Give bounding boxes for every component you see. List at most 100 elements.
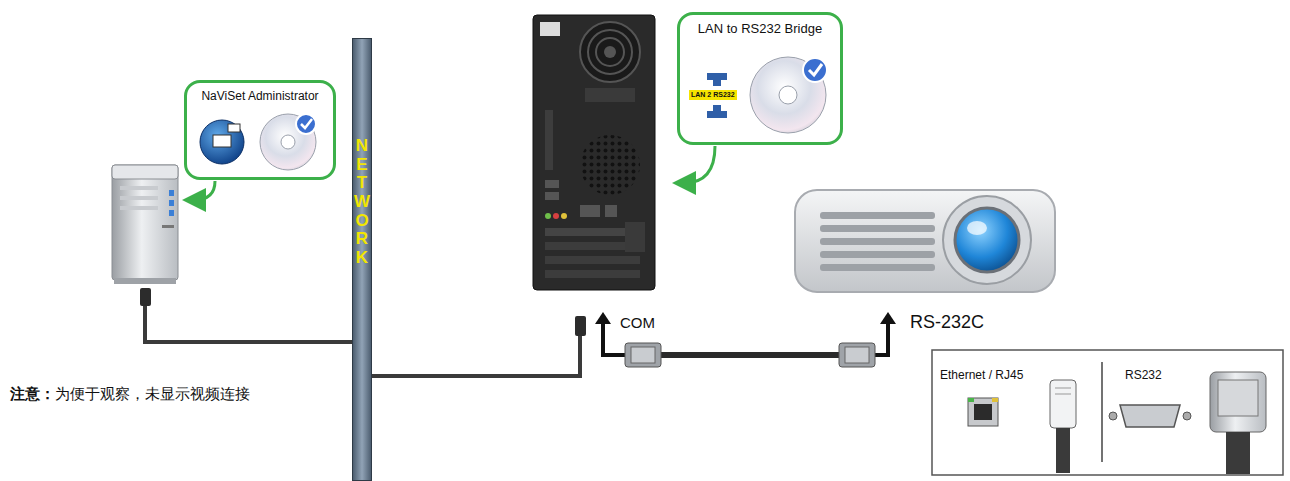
node-title: NETWORK [354, 137, 371, 268]
callout-icons-part [707, 105, 727, 118]
port-label: RS-232C [910, 312, 984, 333]
pc-tower-part [545, 256, 640, 264]
legend-panel-part [1226, 432, 1250, 474]
projector-part [820, 225, 935, 232]
pc-tower-part [561, 213, 567, 219]
callout-icons-part [684, 146, 715, 183]
server-tower-part [169, 200, 174, 206]
legend-panel-part [1218, 380, 1258, 416]
note-text: 为便于观察，未显示视频连接 [55, 385, 250, 402]
server-tower-part [120, 206, 158, 210]
pc-tower-part [580, 205, 600, 217]
callout-icons-part [750, 57, 826, 133]
callout-icons-part [296, 114, 316, 134]
callout-icons-part [809, 64, 822, 75]
callout-icons-part [228, 124, 240, 132]
note-heading: 注意： [10, 385, 55, 402]
server-tower-part [169, 190, 174, 196]
callout-icons-part [260, 114, 316, 170]
projector [795, 190, 1055, 292]
pc-tower-part [545, 192, 559, 200]
legend-panel-part [932, 350, 1283, 475]
serial-cable-part [880, 312, 896, 324]
legend-panel-part [992, 398, 998, 402]
legend-panel-part [1109, 412, 1117, 420]
legend-label: Ethernet / RJ45 [940, 368, 1023, 382]
server-tower-part [169, 210, 174, 216]
callout-bubble: NaViSet Administrator [184, 80, 336, 180]
callout-bubble: LAN to RS232 BridgeLAN 2 RS232 [677, 12, 843, 145]
callout-icons-part [281, 135, 295, 149]
projector-part [820, 251, 935, 258]
pc-tower-part [585, 88, 635, 102]
serial-cable-part [660, 352, 840, 358]
projector-part [795, 190, 1055, 292]
callout-icons-part [707, 73, 727, 86]
server-tower-part [120, 186, 158, 190]
pc-tower-part [625, 222, 645, 252]
legend-panel-part [1120, 405, 1180, 427]
projector-part [955, 208, 1019, 272]
pc-tower-part [545, 180, 559, 188]
callout-icons-part [301, 119, 312, 128]
ethernet-cable-part [372, 336, 580, 376]
serial-cable-part [625, 343, 661, 367]
legend-panel-part [1101, 362, 1103, 462]
callout-icons-part [779, 86, 797, 104]
callout-icons-part [200, 120, 244, 164]
legend-panel-part [1210, 372, 1266, 432]
legend-panel-part [1183, 412, 1191, 420]
pc-tower-part [605, 205, 617, 217]
projector-part [820, 212, 935, 219]
callout-icons-part [213, 135, 231, 147]
callout-icons-part [803, 58, 827, 82]
projector-part [967, 221, 987, 235]
pc-tower [533, 15, 655, 290]
node-title: NaViSet Administrator [187, 89, 333, 103]
pc-tower-part [580, 135, 640, 195]
projector-part [943, 196, 1031, 284]
pc-tower-part [580, 22, 640, 82]
ethernet-cable-part [140, 288, 151, 306]
pc-tower-part [604, 46, 616, 58]
legend-panel-part [1055, 388, 1071, 389]
ethernet-cable-part [145, 305, 352, 342]
legend-panel-part [1050, 380, 1076, 428]
serial-cable-part [595, 312, 611, 324]
pc-tower-part [545, 110, 553, 170]
projector-part [820, 238, 935, 245]
serial-cable [595, 312, 896, 367]
server-tower-part [120, 196, 158, 200]
server-tower-part [112, 165, 178, 179]
node-title: LAN to RS232 Bridge [680, 21, 840, 36]
pc-tower-part [545, 213, 551, 219]
projector-part [820, 264, 935, 271]
pc-tower-part [545, 270, 640, 278]
port-label: COM [620, 314, 655, 331]
server-tower-part [114, 278, 176, 284]
server-tower-part [162, 225, 174, 228]
server-tower-part [112, 165, 178, 280]
pc-tower-part [596, 38, 624, 66]
ethernet-cable-part [575, 316, 586, 336]
pc-tower-part [533, 15, 655, 290]
legend-label: RS232 [1125, 368, 1162, 382]
pc-tower-part [553, 213, 559, 219]
legend-panel-part [1056, 428, 1070, 473]
legend-panel-part [968, 398, 974, 402]
pc-tower-part [540, 22, 560, 36]
serial-cable-part [839, 343, 875, 367]
legend-panel-part [968, 398, 998, 426]
legend-panel-part [974, 404, 992, 420]
server-tower [112, 165, 178, 284]
network-band: NETWORK [352, 38, 372, 481]
serial-cable-part [631, 347, 655, 363]
pc-tower-part [588, 30, 632, 74]
note-block: 注意：为便于观察，未显示视频连接 [10, 381, 310, 407]
legend-panel-part [1055, 394, 1071, 395]
legend-panel [932, 350, 1283, 475]
serial-cable-part [845, 347, 869, 363]
